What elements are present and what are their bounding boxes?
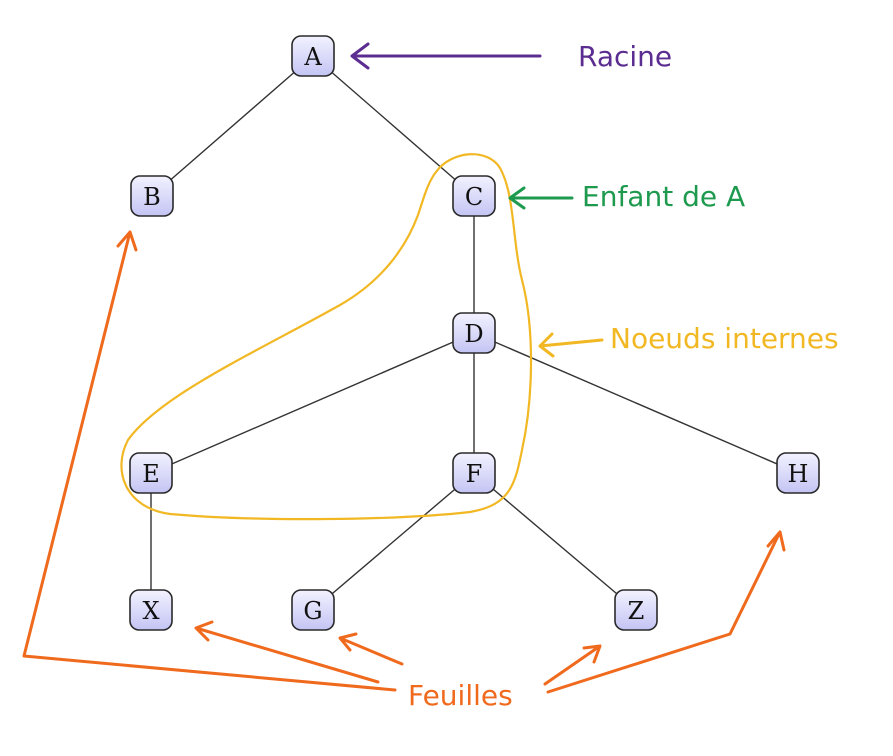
node-box — [452, 175, 496, 217]
node-box — [129, 589, 173, 631]
node-box — [130, 175, 174, 217]
leaves-arrow-g — [338, 632, 404, 666]
leaves-arrow-b — [22, 230, 397, 692]
internal-label: Noeuds internes — [610, 322, 839, 355]
tree-nodes: A B C D E F H X G Z — [129, 35, 820, 631]
node-z: Z — [614, 589, 658, 631]
node-box — [129, 452, 173, 494]
node-box — [452, 452, 496, 494]
child-label: Enfant de A — [582, 180, 745, 213]
edge-a-c — [312, 55, 475, 197]
node-x: X — [129, 589, 173, 631]
node-label: D — [464, 320, 483, 348]
leaves-arrow-x — [194, 620, 380, 684]
child-arrow — [508, 186, 574, 210]
internal-annotation: Noeuds internes — [538, 322, 839, 358]
child-annotation: Enfant de A — [508, 180, 745, 213]
edge-d-h — [473, 332, 799, 474]
node-label: A — [303, 43, 322, 71]
leaves-annotation: Feuilles — [22, 230, 786, 712]
node-label: Z — [628, 597, 645, 625]
node-box — [291, 35, 335, 77]
root-arrow — [350, 42, 542, 70]
node-a: A — [291, 35, 335, 77]
leaves-arrow-h — [546, 530, 786, 694]
edge-d-e — [150, 332, 475, 474]
node-box — [452, 312, 496, 354]
internal-arrow — [538, 332, 604, 358]
edge-f-g — [312, 472, 475, 611]
root-label: Racine — [578, 40, 672, 73]
node-h: H — [776, 452, 820, 494]
root-annotation: Racine — [350, 40, 672, 73]
node-label: X — [142, 597, 159, 625]
node-e: E — [129, 452, 173, 494]
node-box — [614, 589, 658, 631]
node-label: H — [788, 460, 809, 488]
leaves-arrow-z — [543, 644, 602, 686]
edge-f-z — [473, 472, 637, 611]
node-box — [776, 452, 820, 494]
node-label: C — [465, 183, 483, 211]
node-c: C — [452, 175, 496, 217]
node-label: G — [303, 597, 322, 625]
node-g: G — [291, 589, 335, 631]
tree-edges — [150, 55, 799, 611]
node-label: F — [466, 460, 483, 488]
edge-a-b — [151, 55, 314, 197]
node-b: B — [130, 175, 174, 217]
node-f: F — [452, 452, 496, 494]
node-label: E — [142, 460, 160, 488]
node-box — [291, 589, 335, 631]
node-d: D — [452, 312, 496, 354]
node-label: B — [143, 183, 161, 211]
leaves-label: Feuilles — [408, 679, 513, 712]
internal-nodes-loop — [120, 153, 533, 521]
